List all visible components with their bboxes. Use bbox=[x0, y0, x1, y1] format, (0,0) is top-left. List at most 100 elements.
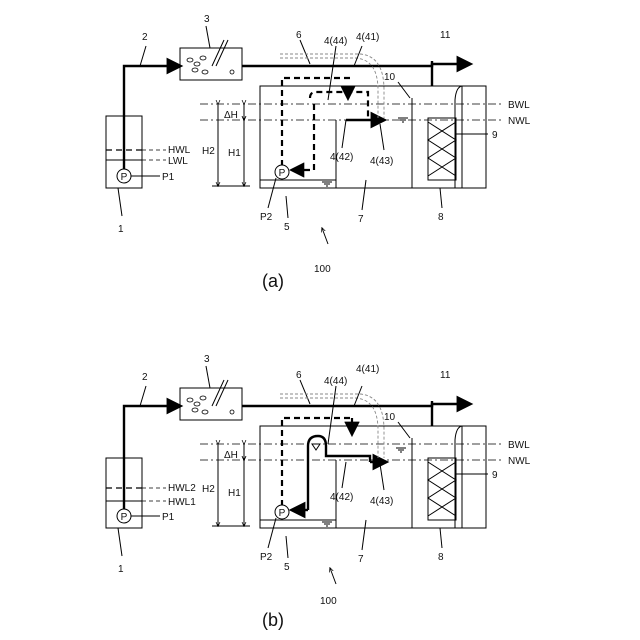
label-bwl: BWL bbox=[508, 100, 530, 111]
weir-leader bbox=[398, 422, 410, 438]
pipe-6-leader bbox=[300, 40, 310, 64]
label-source-tank: 1 bbox=[118, 564, 124, 575]
pipe-2-leader bbox=[140, 46, 146, 66]
pipe-6-leader bbox=[300, 380, 310, 404]
main-basin bbox=[260, 426, 462, 528]
screen-x bbox=[428, 122, 456, 176]
label-weir: 10 bbox=[384, 72, 396, 83]
label-outlet: 11 bbox=[440, 30, 451, 41]
siphon42-leader bbox=[342, 120, 346, 148]
label-siphon-44: 4(44) bbox=[324, 36, 347, 47]
buffer-tank-particles bbox=[187, 56, 234, 74]
label-pipe-supply: 2 bbox=[142, 372, 148, 383]
sump-leader bbox=[286, 196, 288, 218]
label-pump-p2: P2 bbox=[260, 552, 273, 563]
label-buffer-tank: 3 bbox=[204, 354, 210, 365]
label-pump-p2: P2 bbox=[260, 212, 273, 223]
label-buffer-tank: 3 bbox=[204, 14, 210, 25]
label-level-upper: HWL2 bbox=[168, 483, 196, 494]
label-weir: 10 bbox=[384, 412, 396, 423]
pump-p1-glyph: P bbox=[121, 512, 128, 523]
label-bwl: BWL bbox=[508, 440, 530, 451]
sump-leader bbox=[286, 536, 288, 558]
label-siphon-42: 4(42) bbox=[330, 152, 353, 163]
filter-leader bbox=[440, 188, 442, 208]
label-screen: 9 bbox=[492, 130, 498, 141]
outlet-pipe bbox=[432, 404, 470, 426]
label-inlet-sump: 5 bbox=[284, 562, 290, 573]
basin-leader bbox=[362, 180, 366, 210]
buffer-leader bbox=[206, 366, 210, 388]
pump-p2-glyph: P bbox=[279, 168, 286, 179]
label-screen: 9 bbox=[492, 470, 498, 481]
screen-x bbox=[428, 462, 456, 516]
surface-mark-sump bbox=[322, 522, 332, 526]
siphon41-leader bbox=[354, 386, 362, 406]
label-riser-pipe: 6 bbox=[296, 370, 302, 381]
label-nwl: NWL bbox=[508, 456, 531, 467]
label-pump-p1: P1 bbox=[162, 172, 175, 183]
tank-1-leader bbox=[118, 188, 122, 216]
buffer-tank bbox=[180, 48, 242, 80]
label-outlet: 11 bbox=[440, 370, 451, 381]
outlet-chamber bbox=[455, 426, 486, 528]
filter-leader bbox=[440, 528, 442, 548]
label-h1: H1 bbox=[228, 488, 241, 499]
label-siphon-43: 4(43) bbox=[370, 496, 393, 507]
outlet-pipe bbox=[432, 64, 470, 86]
label-h2: H2 bbox=[202, 146, 215, 157]
surface-mark-sump bbox=[322, 182, 332, 186]
label-siphon-41: 4(41) bbox=[356, 32, 379, 43]
siphon-main bbox=[310, 92, 368, 118]
pump-p1-glyph: P bbox=[121, 172, 128, 183]
system-arrow bbox=[330, 568, 336, 584]
label-riser-pipe: 6 bbox=[296, 30, 302, 41]
label-inlet-sump: 5 bbox=[284, 222, 290, 233]
label-level-lower: LWL bbox=[168, 156, 188, 167]
label-system: 100 bbox=[320, 596, 337, 607]
panel-a: P bbox=[106, 14, 531, 291]
siphon42-leader bbox=[342, 462, 346, 488]
label-h1: H1 bbox=[228, 148, 241, 159]
label-siphon-44: 4(44) bbox=[324, 376, 347, 387]
label-filter-bed: 8 bbox=[438, 212, 444, 223]
label-delta-h: ΔH bbox=[224, 450, 238, 461]
pump-p2-glyph: P bbox=[279, 508, 286, 519]
label-pipe-supply: 2 bbox=[142, 32, 148, 43]
label-level-upper: HWL bbox=[168, 145, 191, 156]
siphon44-leader bbox=[328, 386, 336, 444]
label-pump-p1: P1 bbox=[162, 512, 175, 523]
label-system: 100 bbox=[314, 264, 331, 275]
label-basin: 7 bbox=[358, 554, 364, 565]
buffer-outflow-pipe bbox=[242, 401, 432, 406]
buffer-tank-particles bbox=[187, 396, 234, 414]
siphon43-leader bbox=[380, 464, 384, 490]
buffer-leader bbox=[206, 26, 210, 48]
buffer-tank bbox=[180, 388, 242, 420]
label-basin: 7 bbox=[358, 214, 364, 225]
label-level-lower: HWL1 bbox=[168, 497, 196, 508]
siphon41-leader bbox=[354, 46, 362, 66]
surface-mark-siphon bbox=[312, 444, 320, 450]
label-filter-bed: 8 bbox=[438, 552, 444, 563]
label-delta-h: ΔH bbox=[224, 110, 238, 121]
pipe-2-leader bbox=[140, 386, 146, 406]
label-source-tank: 1 bbox=[118, 224, 124, 235]
label-nwl: NWL bbox=[508, 116, 531, 127]
pump-p2-leader bbox=[268, 178, 276, 208]
caption-b: (b) bbox=[262, 610, 284, 630]
caption-a: (a) bbox=[262, 271, 284, 291]
tank-1-leader bbox=[118, 528, 122, 556]
pump-p2-leader bbox=[268, 518, 276, 548]
buffer-outflow-pipe bbox=[242, 61, 432, 66]
outlet-chamber bbox=[455, 86, 486, 188]
siphon-inner bbox=[292, 104, 314, 170]
siphon43-leader bbox=[380, 124, 384, 150]
label-h2: H2 bbox=[202, 484, 215, 495]
basin-leader bbox=[362, 520, 366, 550]
label-siphon-41: 4(41) bbox=[356, 364, 379, 375]
main-basin bbox=[260, 86, 462, 188]
system-arrow bbox=[322, 228, 328, 244]
label-siphon-42: 4(42) bbox=[330, 492, 353, 503]
